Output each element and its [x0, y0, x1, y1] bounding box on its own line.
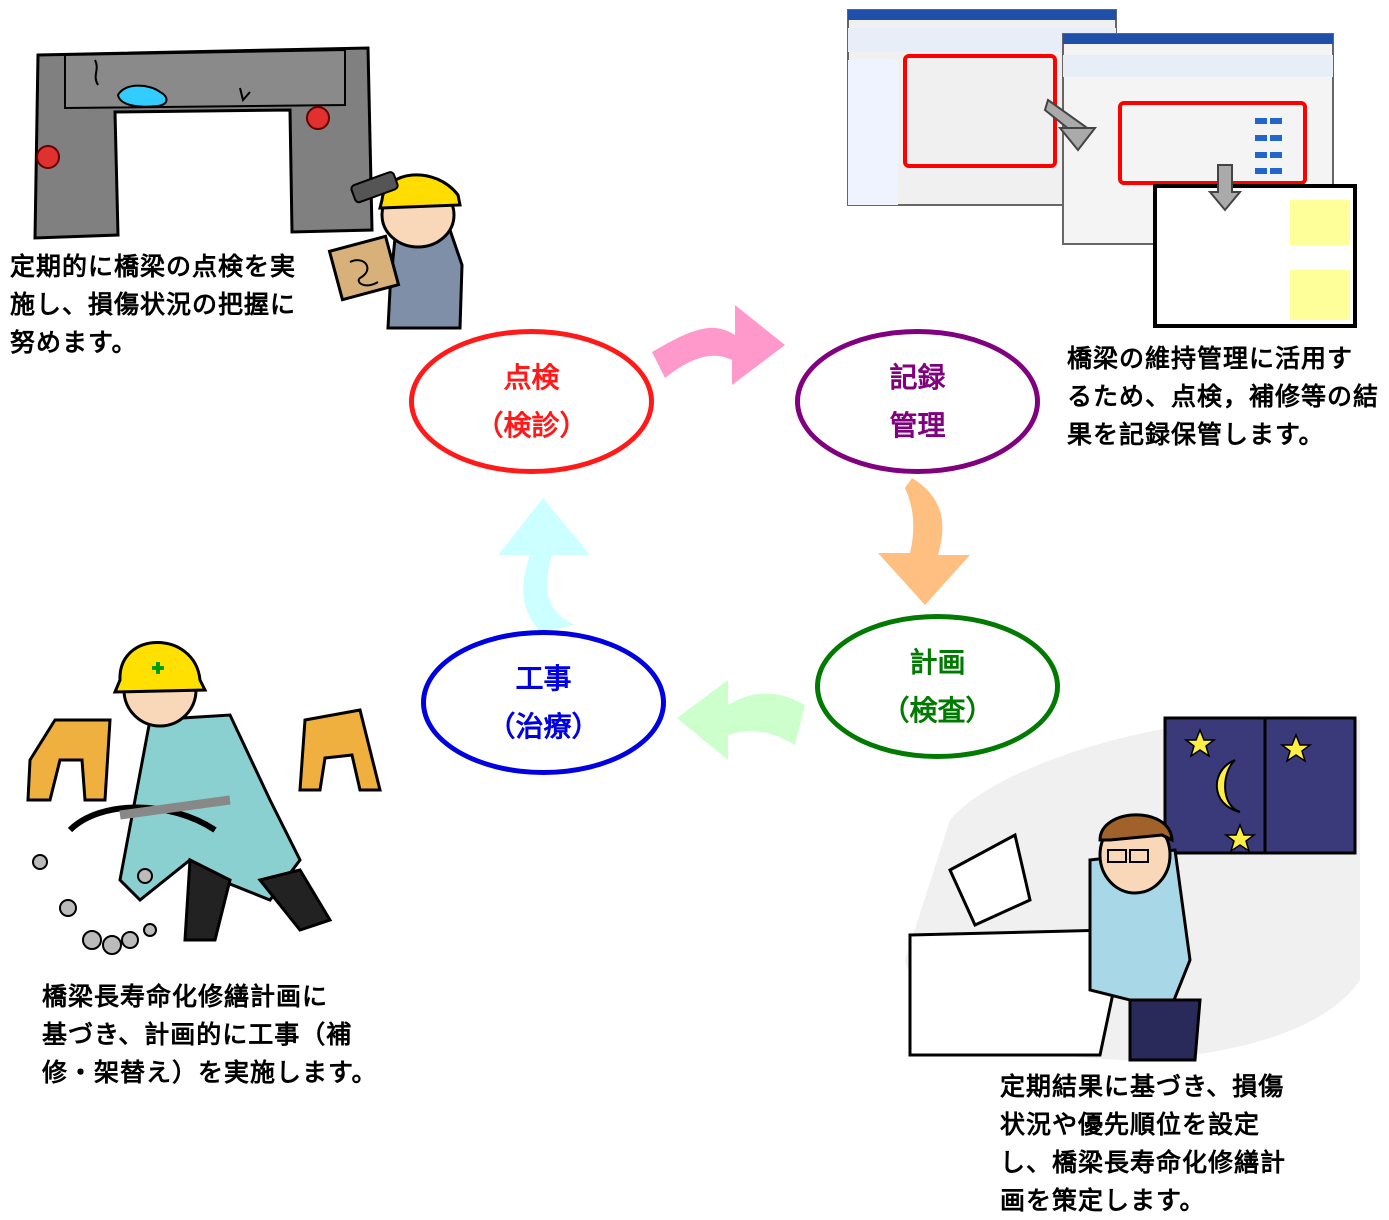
description-inspection: 定期的に橋梁の点検を実 施し、損傷状況の把握に 努めます。: [10, 248, 296, 362]
node-construction-line1: 工事: [515, 661, 572, 695]
node-record-line1: 記録: [889, 360, 946, 394]
node-inspection: 点検 （検診）: [409, 329, 654, 474]
description-plan: 定期結果に基づき、損傷 状況や優先順位を設定 し、橋梁長寿命化修繕計 画を策定し…: [1000, 1068, 1286, 1220]
node-record-line2: 管理: [889, 408, 946, 442]
node-inspection-line2: （検診）: [475, 408, 588, 442]
description-construction-line: 修・架替え）を実施します。: [42, 1058, 378, 1087]
database-screenshots-illustration: [847, 9, 1357, 328]
planner-at-computer-illustration: [905, 716, 1360, 1062]
description-plan-line: 画を策定します。: [1000, 1186, 1206, 1215]
description-plan-line: 状況や優先順位を設定: [1000, 1110, 1261, 1139]
description-construction-line: 橋梁長寿命化修繕計画に: [42, 982, 329, 1011]
description-inspection-line: 定期的に橋梁の点検を実: [10, 252, 297, 281]
node-plan: 計画 （検査）: [815, 614, 1060, 759]
description-record-line: るため、点検，補修等の結: [1067, 382, 1380, 411]
description-construction: 橋梁長寿命化修繕計画に 基づき、計画的に工事（補 修・架替え）を実施します。: [42, 978, 378, 1092]
node-record: 記録 管理: [795, 329, 1040, 474]
description-plan-line: し、橋梁長寿命化修繕計: [1000, 1148, 1287, 1177]
description-record: 橋梁の維持管理に活用す るため、点検，補修等の結 果を記録保管します。: [1067, 340, 1379, 454]
description-record-line: 橋梁の維持管理に活用す: [1067, 344, 1354, 373]
node-plan-line1: 計画: [909, 645, 966, 679]
construction-worker-illustration: [26, 641, 382, 955]
description-record-line: 果を記録保管します。: [1067, 420, 1325, 449]
arrow-construction-to-inspection: [498, 498, 590, 632]
arrow-record-to-plan: [878, 478, 970, 605]
inspector-illustration: [327, 171, 464, 330]
arrow-inspection-to-record: [652, 305, 785, 385]
node-inspection-line1: 点検: [503, 360, 560, 394]
arrow-plan-to-construction: [677, 680, 805, 760]
node-construction: 工事 （治療）: [421, 630, 666, 775]
description-inspection-line: 努めます。: [10, 328, 138, 357]
description-plan-line: 定期結果に基づき、損傷: [1000, 1072, 1285, 1101]
node-construction-line2: （治療）: [487, 709, 600, 743]
description-construction-line: 基づき、計画的に工事（補: [42, 1020, 353, 1049]
node-plan-line2: （検査）: [881, 693, 994, 727]
description-inspection-line: 施し、損傷状況の把握に: [10, 290, 297, 319]
damaged-bridge-illustration: [33, 46, 374, 240]
